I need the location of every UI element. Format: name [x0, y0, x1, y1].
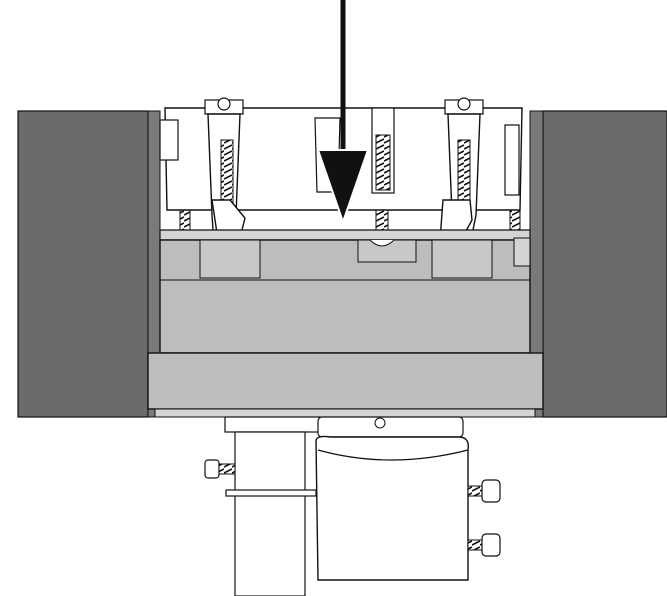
pole-band	[225, 489, 317, 497]
thumb-screw-icon	[204, 459, 236, 479]
pole-collar	[224, 416, 321, 433]
camera-adapter	[317, 416, 464, 438]
mounting-ring-top	[159, 229, 531, 241]
camera-body	[315, 435, 470, 581]
housing-tab	[159, 119, 179, 161]
ceiling-panel-left	[17, 110, 149, 418]
down-arrow-icon	[316, 0, 370, 226]
pole	[234, 431, 306, 596]
adapter-screw	[374, 417, 386, 429]
trim-ring	[147, 352, 544, 410]
camera-neck	[317, 449, 469, 461]
thumb-screw-icon	[467, 533, 501, 557]
housing-tab	[504, 124, 520, 196]
trim-ring-lip	[154, 408, 536, 418]
ceiling-panel-right	[542, 110, 667, 418]
clamp-pocket-left	[199, 239, 261, 279]
housing-screw-thread	[375, 134, 391, 191]
right-edge-tab	[513, 237, 531, 267]
thumb-screw-icon	[467, 479, 501, 503]
center-lug	[369, 239, 395, 247]
clamp-pocket-right	[431, 239, 493, 279]
